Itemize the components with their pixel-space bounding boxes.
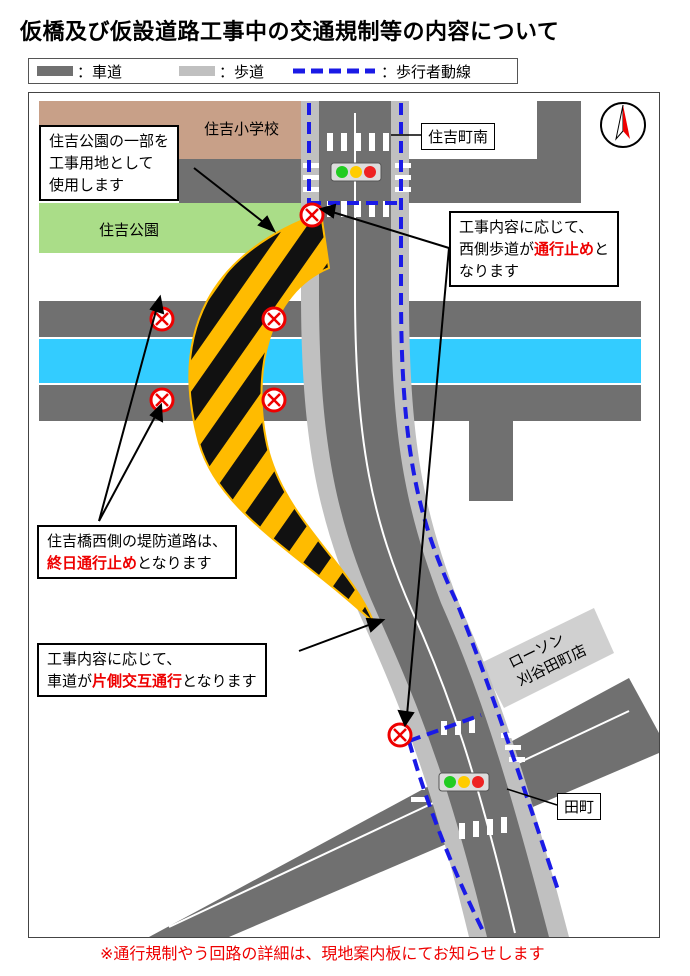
callout-alternating-traffic: 工事内容に応じて、 車道が片側交互通行となります bbox=[37, 643, 267, 697]
legend-sidewalk-swatch bbox=[179, 66, 215, 76]
callout-embankment-text-a: 住吉橋西側の堤防道路は、 bbox=[47, 532, 228, 550]
callout-sidewalk-text-b: と なります bbox=[459, 240, 610, 280]
callout-sidewalk-text-a: 工事内容に応じて、 西側歩道が bbox=[459, 218, 594, 258]
traffic-light-icon-north bbox=[330, 162, 382, 182]
no-entry-icon-embankment-se bbox=[261, 387, 287, 413]
legend-pedestrian-label: ：歩行者動線 bbox=[381, 63, 472, 81]
south-diagonal-road-body bbox=[149, 678, 659, 937]
north-arrow-icon bbox=[600, 102, 646, 148]
callout-alternating-text-a: 工事内容に応じて、 bbox=[47, 650, 182, 668]
no-entry-icon-north-sidewalk bbox=[299, 202, 325, 228]
no-entry-icon-embankment-ne bbox=[261, 306, 287, 332]
no-entry-icon-embankment-sw bbox=[149, 387, 175, 413]
map-area: 住吉小学校 住吉公園 ローソン 刈谷田町店 住吉町南 田町 住吉公園の一部を 工… bbox=[28, 92, 660, 938]
signal-label-south: 田町 bbox=[557, 793, 602, 820]
legend-roadway-swatch bbox=[37, 66, 73, 76]
callout-embankment-text-b: となります bbox=[137, 554, 212, 572]
signal-label-north: 住吉町南 bbox=[421, 123, 496, 150]
page-title: 仮橋及び仮設道路工事中の交通規制等の内容について bbox=[20, 20, 560, 45]
pedestrian-route-south-west bbox=[407, 740, 486, 934]
traffic-light-icon-south bbox=[438, 772, 490, 792]
east-vertical-road bbox=[537, 101, 581, 203]
callout-sidewalk-closure: 工事内容に応じて、 西側歩道が通行止めと なります bbox=[449, 211, 620, 287]
pedestrian-route-south-cross bbox=[408, 713, 482, 743]
callout-embankment-text-red: 終日通行止め bbox=[47, 554, 138, 572]
legend-sidewalk-label: ：歩道 bbox=[219, 63, 265, 81]
no-entry-icon-south-sidewalk bbox=[387, 722, 413, 748]
legend-roadway-label: ：車道 bbox=[77, 63, 123, 81]
lawson-building bbox=[481, 608, 614, 708]
work-area bbox=[188, 211, 375, 624]
callout-sidewalk-text-red: 通行止め bbox=[534, 240, 595, 258]
park-label: 住吉公園 bbox=[99, 221, 160, 239]
map-drawing bbox=[39, 101, 659, 937]
callout-alternating-text-b: 車道が bbox=[47, 672, 93, 690]
school-label: 住吉小学校 bbox=[204, 120, 280, 138]
legend-pedestrian-swatch bbox=[293, 68, 375, 74]
callout-alternating-text-red: 片側交互通行 bbox=[92, 672, 183, 690]
callout-embankment-closure: 住吉橋西側の堤防道路は、 終日通行止めとなります bbox=[37, 525, 238, 579]
callout-park-use: 住吉公園の一部を 工事用地として 使用します bbox=[39, 125, 180, 201]
no-entry-icon-embankment-nw bbox=[149, 306, 175, 332]
footer-note: ※通行規制やう回路の詳細は、現地案内板にてお知らせします bbox=[100, 944, 545, 963]
callout-alternating-text-c: となります bbox=[182, 672, 257, 690]
legend: ：車道 ：歩道 ：歩行者動線 bbox=[28, 58, 518, 84]
leader-lines bbox=[98, 167, 450, 728]
main-road-carriageway bbox=[319, 101, 549, 937]
side-road-east bbox=[469, 421, 513, 501]
south-crosswalk bbox=[407, 719, 525, 839]
